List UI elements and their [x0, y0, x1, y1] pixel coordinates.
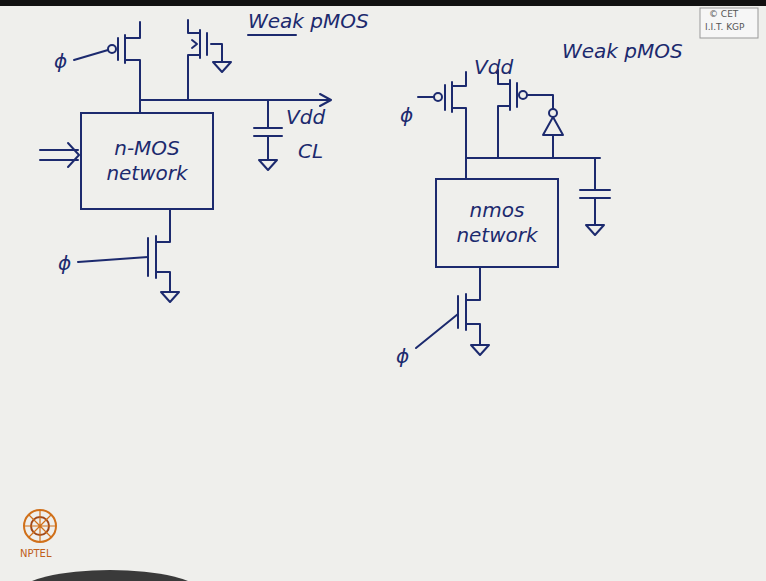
- signal-label: ϕ: [400, 104, 413, 126]
- network-box: n-MOS network: [80, 112, 214, 210]
- signal-label: Weak pMOS: [248, 10, 369, 32]
- signal-label: CL: [298, 140, 323, 162]
- signal-label: Vdd: [286, 106, 325, 128]
- shadow: [20, 570, 200, 581]
- signal-label: ϕ: [58, 252, 71, 274]
- logo-box: [700, 8, 758, 38]
- signal-label: Weak pMOS: [562, 40, 683, 62]
- evaluate-nmos: [78, 210, 179, 302]
- signal-label: ϕ: [396, 345, 409, 367]
- nptel-logo: [24, 510, 56, 542]
- load-capacitor: [254, 100, 282, 170]
- signal-label: Vdd: [474, 56, 513, 78]
- underline: [248, 34, 296, 36]
- keeper-pmos: [498, 70, 553, 158]
- input-arrows: [40, 143, 79, 167]
- logo-text: I.I.T. KGP: [705, 23, 745, 33]
- network-label: n-MOS network: [82, 136, 212, 186]
- output-node-wire: [466, 157, 600, 159]
- logo-text: © CET: [709, 10, 738, 20]
- precharge-pmos: [74, 22, 140, 112]
- network-box: nmos network: [435, 178, 559, 268]
- network-label: nmos network: [437, 198, 557, 248]
- signal-label: ϕ: [54, 50, 67, 72]
- logo-text: NPTEL: [20, 548, 52, 559]
- evaluate-nmos: [416, 268, 489, 355]
- load-capacitor: [580, 158, 610, 235]
- precharge-pmos: [418, 72, 466, 178]
- output-node-wire: [140, 94, 331, 106]
- keeper-pmos: [188, 20, 231, 100]
- top-bar: [0, 0, 766, 6]
- inverter: [543, 109, 563, 158]
